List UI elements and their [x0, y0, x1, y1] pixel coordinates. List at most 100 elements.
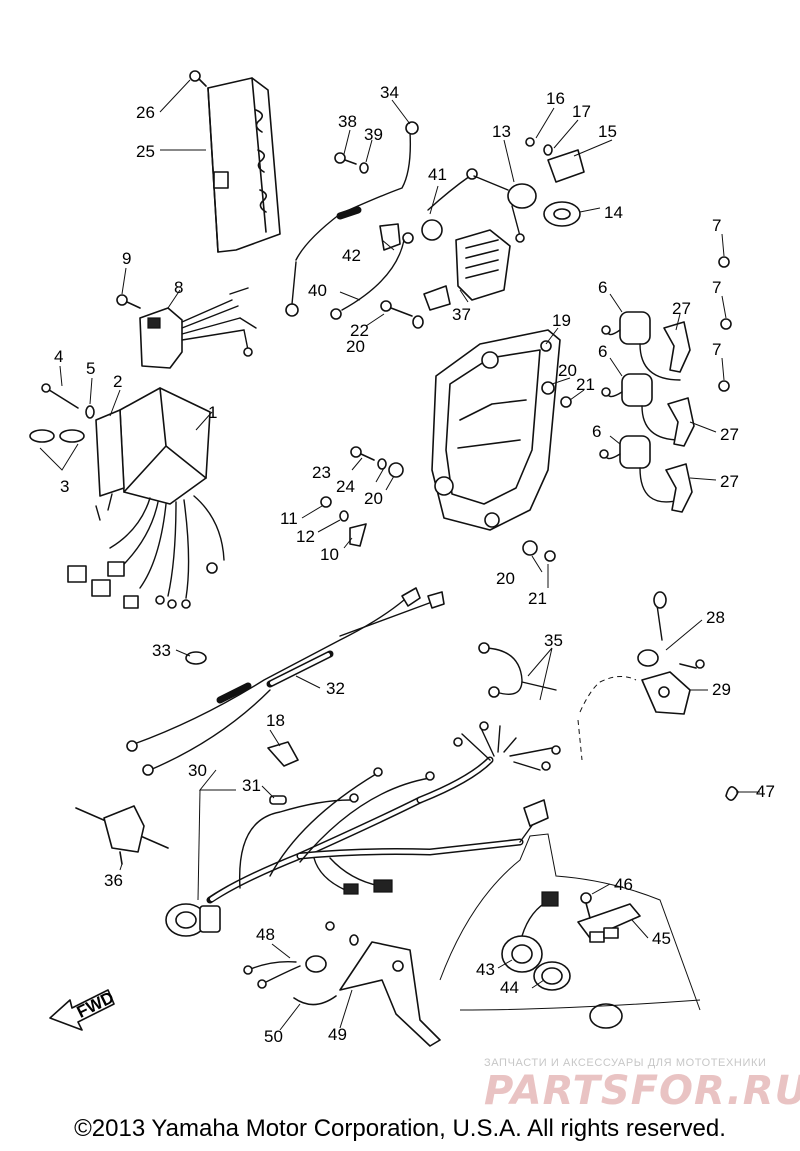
part-26-screw	[189, 70, 207, 87]
callout-16: 16	[546, 89, 565, 108]
fwd-arrow: FWD	[49, 988, 117, 1031]
part-7-bolts	[718, 256, 732, 392]
callout-38: 38	[338, 112, 357, 131]
part-1-cdi-unit	[67, 387, 225, 609]
callout-20b: 20	[558, 361, 577, 380]
callout-22: 22	[350, 321, 369, 340]
part-32-cable	[126, 587, 445, 776]
part-4-5-bolt-washer	[41, 383, 95, 419]
part-42-connector	[379, 223, 414, 251]
part-23-24-bolt-washer	[350, 446, 387, 470]
callout-32: 32	[326, 679, 345, 698]
copyright-notice: ©2013 Yamaha Motor Corporation, U.S.A. A…	[74, 1115, 726, 1142]
part-3-bands	[29, 429, 85, 443]
callout-19: 19	[552, 311, 571, 330]
callout-49: 49	[328, 1025, 347, 1044]
callout-26: 26	[136, 103, 155, 122]
callout-45: 45	[652, 929, 671, 948]
callout-34: 34	[380, 83, 399, 102]
callout-40: 40	[308, 281, 327, 300]
callout-7b: 7	[712, 278, 721, 297]
callout-2: 2	[113, 372, 122, 391]
powerhead-outline	[577, 676, 637, 761]
callout-35: 35	[544, 631, 563, 650]
callout-12: 12	[296, 527, 315, 546]
part-34-lead	[285, 121, 419, 317]
callout-21a: 21	[576, 375, 595, 394]
callout-10: 10	[320, 545, 339, 564]
part-33-clamp	[185, 651, 207, 665]
watermark-tagline: ЗАПЧАСТИ И АКСЕССУАРЫ ДЛЯ МОТОТЕХНИКИ	[484, 1057, 766, 1069]
callout-23: 23	[312, 463, 331, 482]
callout-36: 36	[104, 871, 123, 890]
part-22-bolt	[380, 300, 424, 329]
part-36-bracket	[75, 805, 169, 865]
callout-27c: 27	[720, 472, 739, 491]
callout-20c: 20	[364, 489, 383, 508]
callout-15: 15	[598, 122, 617, 141]
callout-48: 48	[256, 925, 275, 944]
fwd-label: FWD	[74, 988, 117, 1022]
part-29-sensor-plate	[641, 659, 705, 715]
watermark-brand: PARTSFOR.RU	[484, 1068, 800, 1114]
part-8-rectifier	[139, 287, 257, 369]
callout-44: 44	[500, 978, 519, 997]
part-10-11-12-clamp	[320, 496, 367, 547]
callout-24: 24	[336, 477, 355, 496]
callout-11: 11	[280, 509, 298, 528]
callout-7a: 7	[712, 216, 721, 235]
watermark: ЗАПЧАСТИ И АКСЕССУАРЫ ДЛЯ МОТОТЕХНИКИ PA…	[484, 1057, 800, 1114]
callout-20d: 20	[496, 569, 515, 588]
callout-25: 25	[136, 142, 155, 161]
part-25-cover	[207, 77, 281, 253]
callout-30: 30	[188, 761, 207, 780]
part-47-clip	[725, 786, 739, 801]
part-45-plate	[577, 903, 641, 943]
part-49-bracket	[325, 921, 441, 1047]
part-27-plug-caps	[663, 321, 695, 513]
part-28-sensor	[637, 591, 667, 667]
part-37-relay	[421, 219, 511, 311]
callout-28: 28	[706, 608, 725, 627]
part-20-21-grommets	[388, 381, 572, 562]
part-43-switch	[501, 891, 559, 973]
part-14-holder	[543, 201, 581, 227]
part-38-39-bolt-washer	[334, 152, 369, 174]
part-30-wire-harness	[165, 721, 561, 937]
part-50-clip	[293, 995, 337, 1006]
callout-7c: 7	[712, 340, 721, 359]
part-44-ring	[533, 961, 571, 991]
callout-42: 42	[342, 246, 361, 265]
part-19-bracket-plate	[431, 329, 561, 531]
part-15-16-17-bracket-screw	[525, 137, 585, 183]
part-35-lead	[478, 642, 557, 698]
part-13-starter-relay	[473, 175, 537, 243]
callout-3: 3	[60, 477, 69, 496]
part-6-ignition-coils	[599, 311, 681, 503]
callout-1: 1	[208, 403, 217, 422]
callout-20a: 20	[346, 337, 365, 356]
callout-5: 5	[86, 359, 95, 378]
callout-43: 43	[476, 960, 495, 979]
callout-46: 46	[614, 875, 633, 894]
callout-33: 33	[152, 641, 171, 660]
part-2-bracket	[95, 409, 125, 497]
part-31-tube	[269, 795, 287, 805]
callout-21b: 21	[528, 589, 547, 608]
part-46-screw	[580, 892, 592, 919]
callout-13: 13	[492, 122, 511, 141]
callout-31: 31	[242, 776, 261, 795]
callout-47: 47	[756, 782, 775, 801]
callout-27a: 27	[672, 299, 691, 318]
part-18-holder	[267, 741, 299, 767]
callout-41: 41	[428, 165, 447, 184]
callout-14: 14	[604, 203, 623, 222]
callout-29: 29	[712, 680, 731, 699]
callout-50: 50	[264, 1027, 283, 1046]
callout-4: 4	[54, 347, 63, 366]
callout-labels: 1 2 3 4 5 6 6 6 7 7 7 8 9 10 11 12 13 14…	[54, 83, 775, 1046]
callout-17: 17	[572, 102, 591, 121]
callout-37: 37	[452, 305, 471, 324]
callout-6c: 6	[592, 422, 601, 441]
